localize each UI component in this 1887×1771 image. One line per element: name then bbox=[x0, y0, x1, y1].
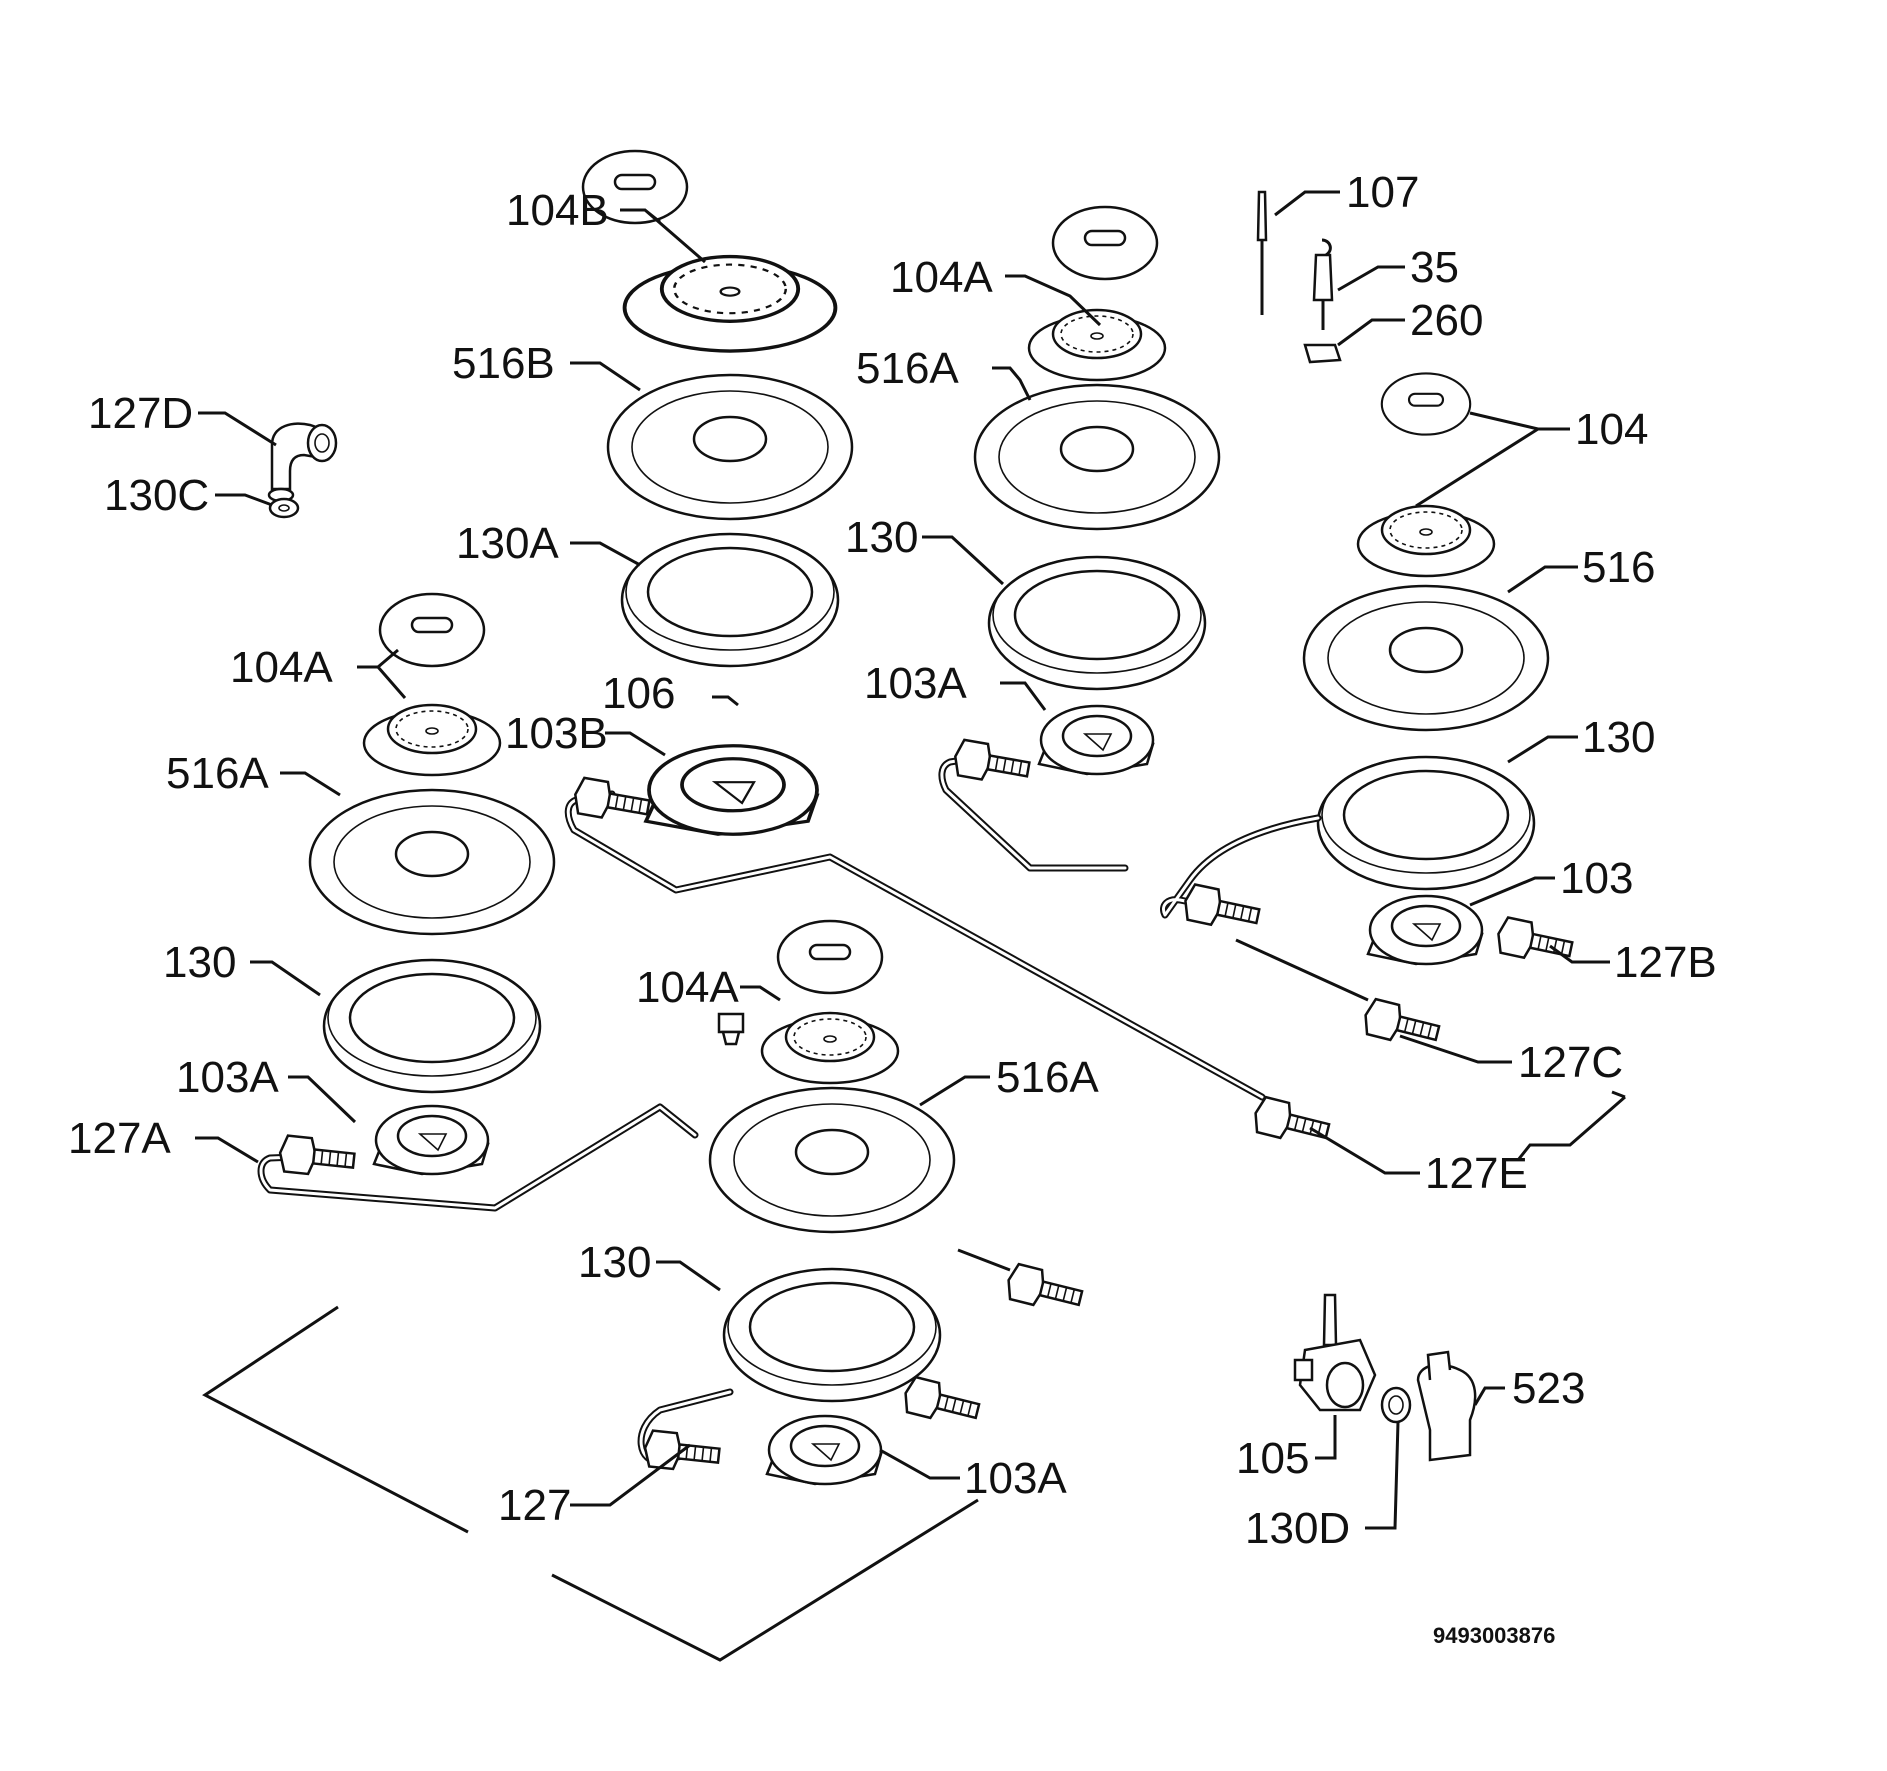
sealing-washer bbox=[268, 497, 300, 519]
callout-130: 130 bbox=[578, 1238, 651, 1287]
callout-130: 130 bbox=[163, 938, 236, 987]
document-number: 9493003876 bbox=[1433, 1623, 1555, 1648]
callout-106: 106 bbox=[602, 669, 675, 718]
callout-516A: 516A bbox=[996, 1053, 1099, 1102]
callout-127B: 127B bbox=[1614, 938, 1717, 987]
callout-127C: 127C bbox=[1518, 1038, 1623, 1087]
tap-washer bbox=[1380, 1386, 1412, 1424]
elbow-fitting bbox=[267, 422, 338, 503]
callout-105: 105 bbox=[1236, 1434, 1309, 1483]
callout-103A: 103A bbox=[176, 1053, 279, 1102]
burner-group-right bbox=[1302, 372, 1550, 966]
callout-130A: 130A bbox=[456, 519, 559, 568]
callout-127E: 127E bbox=[1425, 1149, 1528, 1198]
burner-group-a-top bbox=[973, 205, 1221, 776]
callout-103B: 103B bbox=[505, 709, 608, 758]
callout-labels: 104B 104A 107 35 260 127D 130C 516B 516A… bbox=[68, 168, 1717, 1648]
callout-35: 35 bbox=[1410, 243, 1459, 292]
leader-lines bbox=[195, 190, 1626, 1662]
callout-104A: 104A bbox=[230, 643, 333, 692]
callout-104B: 104B bbox=[506, 186, 609, 235]
callout-516B: 516B bbox=[452, 339, 555, 388]
callout-103: 103 bbox=[1560, 854, 1633, 903]
callout-516A: 516A bbox=[166, 749, 269, 798]
callout-516A: 516A bbox=[856, 344, 959, 393]
callout-103A: 103A bbox=[964, 1454, 1067, 1503]
callout-104A: 104A bbox=[636, 963, 739, 1012]
callout-130: 130 bbox=[845, 513, 918, 562]
callout-104: 104 bbox=[1575, 405, 1648, 454]
burner-group-b bbox=[581, 149, 854, 1046]
callout-130: 130 bbox=[1582, 713, 1655, 762]
callout-127: 127 bbox=[498, 1481, 571, 1530]
callout-103A: 103A bbox=[864, 659, 967, 708]
gas-tap bbox=[1293, 1293, 1377, 1412]
callout-104A: 104A bbox=[890, 253, 993, 302]
callout-130D: 130D bbox=[1245, 1504, 1350, 1553]
thermocouple-parts bbox=[1256, 190, 1342, 364]
callout-260: 260 bbox=[1410, 296, 1483, 345]
tap-clip bbox=[1416, 1350, 1477, 1462]
gas-pipes bbox=[257, 752, 1369, 1465]
burner-group-left bbox=[308, 592, 556, 1176]
callout-523: 523 bbox=[1512, 1364, 1585, 1413]
callout-127D: 127D bbox=[88, 389, 193, 438]
callout-516: 516 bbox=[1582, 543, 1655, 592]
callout-127A: 127A bbox=[68, 1114, 171, 1163]
callout-107: 107 bbox=[1346, 168, 1419, 217]
callout-130C: 130C bbox=[104, 471, 209, 520]
